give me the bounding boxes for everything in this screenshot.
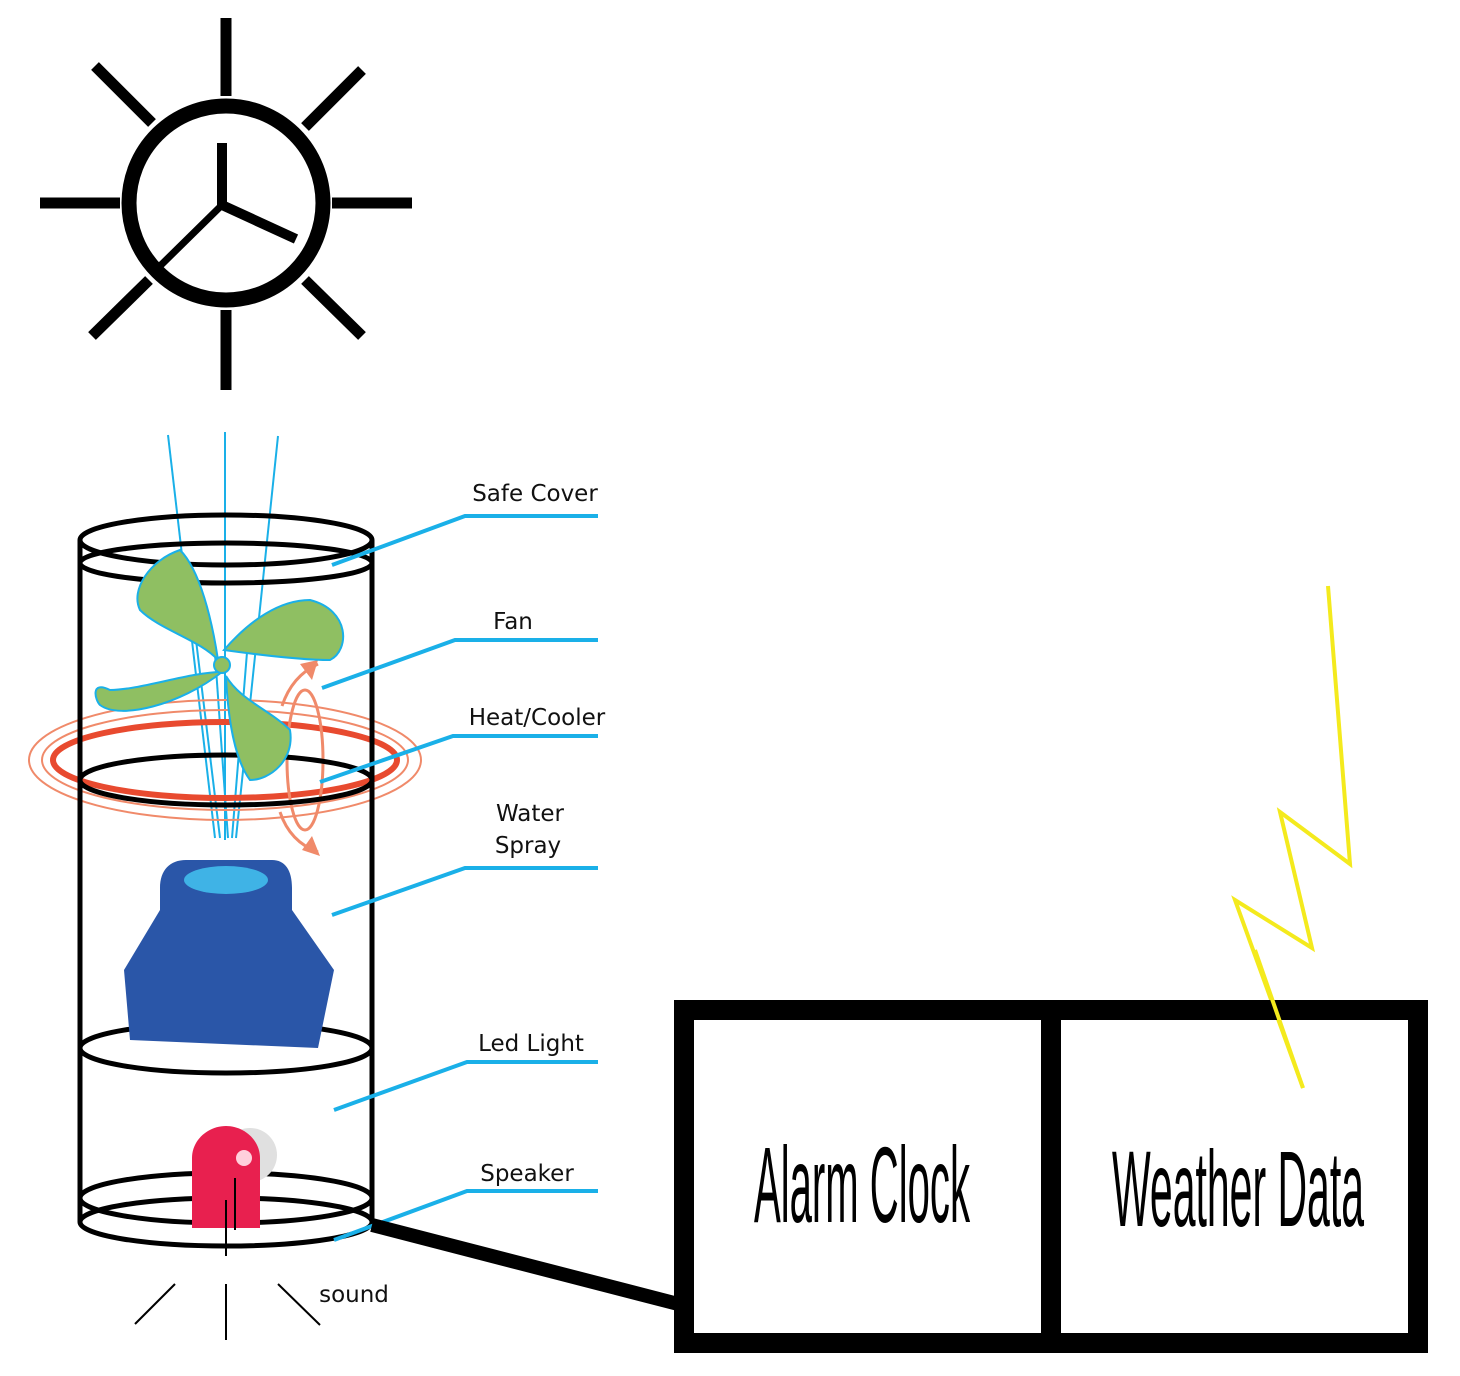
label-sound: sound bbox=[319, 1282, 389, 1308]
leader-lines bbox=[319, 514, 598, 1242]
wireless-signal-icon bbox=[1231, 585, 1353, 1089]
heat-coil-icon bbox=[28, 660, 422, 856]
base-station bbox=[674, 1000, 1428, 1353]
leader-fan bbox=[321, 638, 598, 690]
leader-safe-cover bbox=[331, 514, 598, 567]
label-led-light: Led Light bbox=[478, 1031, 584, 1057]
leader-heat-cooler bbox=[319, 734, 598, 784]
label-water-spray-line1: Water bbox=[496, 801, 565, 827]
led-light-icon bbox=[192, 1126, 277, 1256]
label-heat-cooler: Heat/Cooler bbox=[469, 705, 606, 731]
water-spray-icon bbox=[124, 860, 334, 1048]
fan-icon bbox=[94, 548, 344, 782]
sun-clock-icon bbox=[40, 18, 412, 390]
label-weather-data: Weather Data bbox=[1112, 1128, 1364, 1249]
leader-water-spray bbox=[331, 866, 598, 917]
connector-cable bbox=[370, 1218, 684, 1312]
sound-icon bbox=[134, 1283, 321, 1340]
leader-led-light bbox=[333, 1060, 598, 1112]
label-fan: Fan bbox=[493, 609, 533, 635]
wireless-signal-overlay bbox=[1253, 949, 1305, 1089]
label-alarm-clock: Alarm Clock bbox=[754, 1124, 970, 1245]
label-safe-cover: Safe Cover bbox=[472, 481, 598, 507]
label-speaker: Speaker bbox=[480, 1161, 574, 1187]
label-water-spray-line2: Spray bbox=[495, 833, 561, 859]
